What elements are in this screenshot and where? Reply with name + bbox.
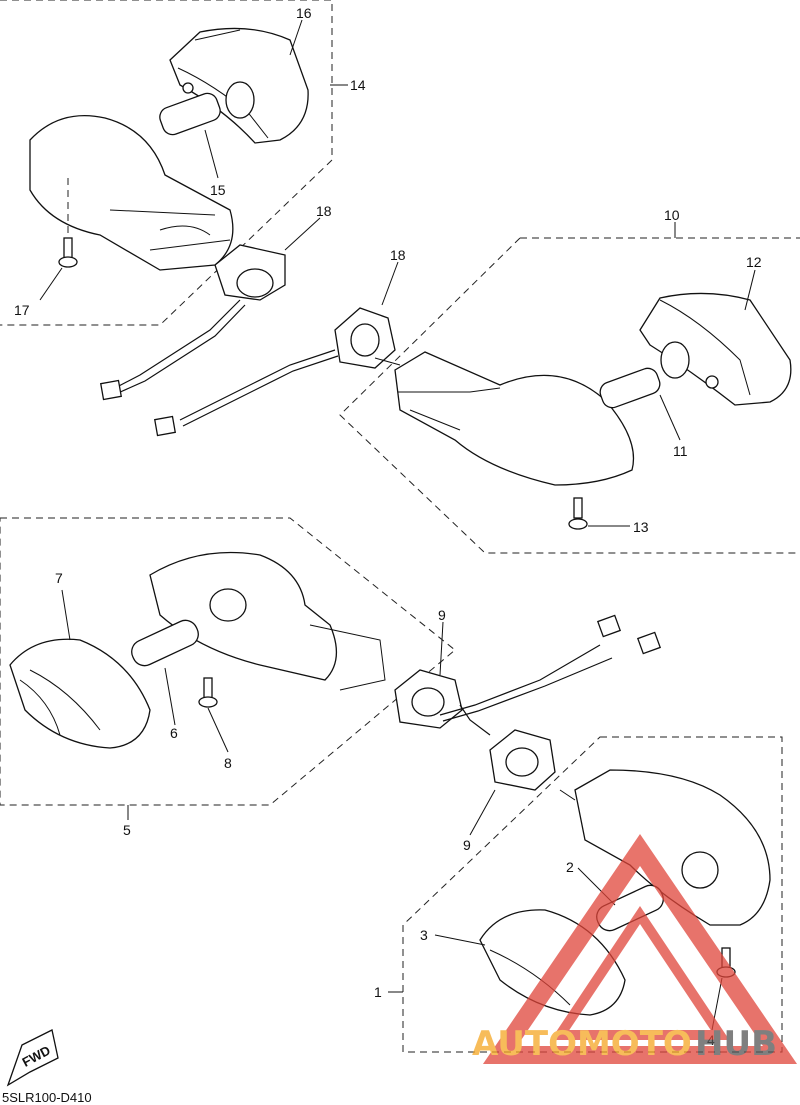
wire-front-left-2 <box>442 657 613 722</box>
watermark-text-2: HUB <box>695 1024 777 1064</box>
callout-9-lower: 9 <box>463 837 471 853</box>
callout-10: 10 <box>664 207 680 223</box>
callout-6: 6 <box>170 725 178 741</box>
wire-rear-left-1 <box>114 299 241 389</box>
part-8-screw <box>198 677 218 708</box>
group-10-boundary <box>339 237 800 554</box>
callout-16: 16 <box>296 5 312 21</box>
part-11-bulb <box>599 341 719 409</box>
turn-signal-housing-rear-left <box>29 115 234 271</box>
callout-15: 15 <box>210 182 226 198</box>
connector-front-2 <box>636 631 662 655</box>
watermark-text-1: AUTOMOTO <box>472 1024 692 1064</box>
callout-14: 14 <box>350 77 366 93</box>
turn-signal-housing-front-left <box>149 551 386 691</box>
wire-rear-right-2 <box>182 355 339 427</box>
connector-rear-right <box>153 415 177 437</box>
callout-9-upper: 9 <box>438 607 446 623</box>
callout-17: 17 <box>14 302 30 318</box>
group-14-boundary <box>0 0 333 326</box>
wire-rear-left-2 <box>117 304 246 394</box>
callout-8: 8 <box>224 755 232 771</box>
part-7-lens <box>9 638 151 749</box>
connector-front-1 <box>596 614 622 638</box>
callout-1: 1 <box>374 984 382 1000</box>
diagram-code: 5SLR100-D410 <box>2 1090 92 1105</box>
callout-18-top: 18 <box>316 203 332 219</box>
callout-13: 13 <box>633 519 649 535</box>
wire-front-right <box>459 704 491 736</box>
part-17-screw <box>58 178 78 268</box>
fwd-arrow-icon: FWD <box>6 1029 59 1087</box>
part-9-grommet-lower <box>489 729 556 791</box>
part-18-grommet-mid <box>334 307 396 369</box>
group-5-boundary <box>0 517 456 806</box>
callout-3: 3 <box>420 927 428 943</box>
part-13-screw <box>568 497 588 530</box>
callout-7: 7 <box>55 570 63 586</box>
connector-rear-left <box>99 379 123 401</box>
wire-front-left-1 <box>439 644 601 716</box>
watermark-logo: AUTOMOTO HUB <box>472 834 798 1064</box>
part-6-bulb <box>131 619 199 667</box>
part-12-lens <box>639 292 792 406</box>
turn-signal-housing-rear-right <box>374 351 635 486</box>
wire-rear-right-1 <box>179 349 336 421</box>
callout-5: 5 <box>123 822 131 838</box>
part-18-grommet-top <box>214 244 286 301</box>
callout-11: 11 <box>673 443 688 459</box>
callout-12: 12 <box>746 254 762 270</box>
part-15-bulb <box>159 81 255 136</box>
callout-18-mid: 18 <box>390 247 406 263</box>
callout-2: 2 <box>566 859 574 875</box>
part-9-grommet-upper <box>394 669 463 729</box>
